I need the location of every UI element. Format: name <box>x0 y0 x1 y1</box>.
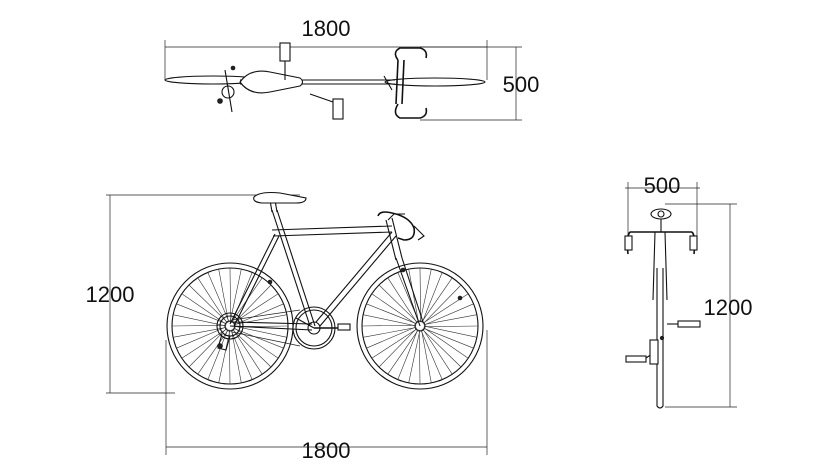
wheel-spoke <box>423 303 474 326</box>
side-derailleur <box>216 312 244 351</box>
wheel-spoke <box>421 272 443 323</box>
front-width-label: 500 <box>644 173 681 198</box>
wheel-spoke <box>230 329 253 380</box>
wheel-spoke <box>420 329 443 380</box>
wheel-spoke <box>423 314 477 325</box>
side-height-label: 1200 <box>86 282 135 307</box>
front-width-dimension: 500 <box>625 173 700 240</box>
wheel-spoke <box>363 314 417 327</box>
side-view: 1200 1800 <box>86 191 488 463</box>
wheel-spoke <box>387 277 418 324</box>
top-width-dimension: 500 <box>420 46 540 121</box>
wheel-spoke <box>363 327 417 338</box>
top-handlebar <box>394 47 428 119</box>
front-pedal-right <box>677 320 701 328</box>
wheel-spoke <box>408 269 419 323</box>
wheel-spoke <box>378 284 418 323</box>
wheel-spoke <box>397 329 419 380</box>
side-chainring <box>292 306 351 350</box>
side-saddle <box>253 191 307 204</box>
wheel-spoke <box>421 277 453 323</box>
top-width-label: 500 <box>503 72 540 97</box>
wheel-spoke <box>378 328 417 368</box>
front-height-dimension: 1200 <box>665 203 753 408</box>
wheel-spoke <box>188 284 228 323</box>
wheel-spoke <box>423 327 474 349</box>
wheel-spoke <box>423 327 469 359</box>
side-frame <box>229 199 424 331</box>
wheel-spoke <box>421 329 432 383</box>
top-view: 1800 500 <box>164 16 540 121</box>
front-pedal-left <box>625 355 647 363</box>
top-length-dimension: 1800 <box>164 16 488 80</box>
wheel-spoke <box>233 327 279 359</box>
front-view: 500 1200 <box>624 173 753 409</box>
front-wheel <box>656 268 664 409</box>
side-chain <box>231 309 301 347</box>
wheel-spoke <box>422 329 462 368</box>
wheel-spoke <box>371 293 417 325</box>
side-front-wheel <box>356 262 484 390</box>
wheel-spoke <box>418 329 421 385</box>
wheel-spoke <box>361 324 417 327</box>
wheel-spoke <box>419 269 432 323</box>
wheel-spoke <box>207 272 230 323</box>
wheel-spoke <box>366 303 417 325</box>
wheel-spoke <box>423 284 462 324</box>
wheel-spoke <box>422 328 453 375</box>
top-length-label: 1800 <box>302 16 351 41</box>
top-saddle <box>239 70 304 94</box>
wheel-spoke <box>232 329 272 368</box>
wheel-spoke <box>232 328 263 375</box>
wheel-spoke <box>197 277 228 324</box>
wheel-spoke <box>181 293 227 325</box>
wheel-spoke <box>171 324 227 327</box>
side-handlebar <box>377 211 416 241</box>
wheel-spoke <box>197 329 229 375</box>
top-front-wheel <box>384 77 486 87</box>
front-height-label: 1200 <box>704 295 753 320</box>
wheel-spoke <box>387 329 419 375</box>
wheel-spoke <box>408 329 421 383</box>
top-pedal-lower <box>332 98 344 120</box>
wheel-spoke <box>423 325 477 338</box>
wheel-spoke <box>229 267 232 323</box>
wheel-spoke <box>423 325 479 328</box>
front-handlebar <box>624 231 698 255</box>
wheel-spoke <box>371 328 418 359</box>
side-length-label: 1800 <box>302 438 351 463</box>
top-pedal-upper <box>279 42 291 62</box>
side-length-dimension: 1800 <box>165 330 488 463</box>
wheel-spoke <box>366 326 417 349</box>
